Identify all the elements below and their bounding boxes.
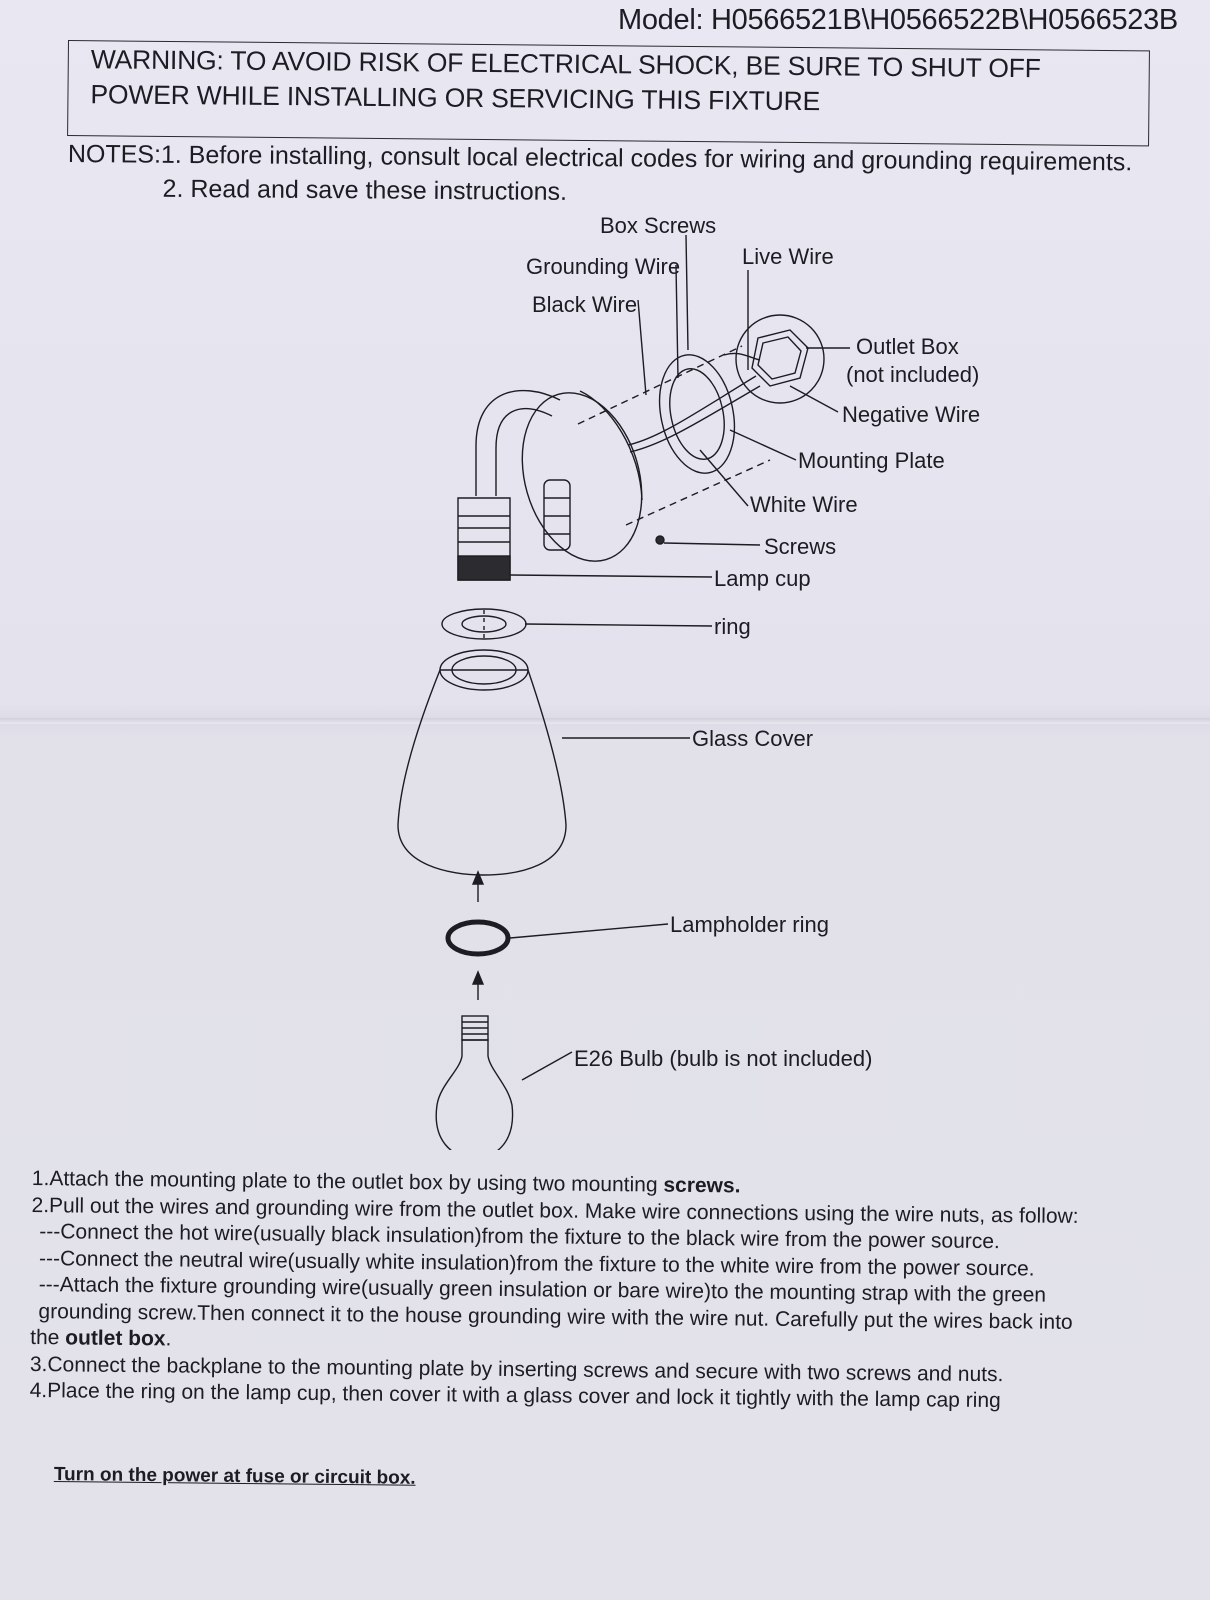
warning-line-1: WARNING: TO AVOID RISK OF ELECTRICAL SHO… [90,44,1041,84]
label-outlet-box: Outlet Box [856,334,959,359]
exploded-diagram: Box Screws Grounding Wire Black Wire Liv… [397,213,980,1150]
mounting-plate-shape [658,354,736,474]
label-black-wire: Black Wire [532,292,637,317]
label-box-screws: Box Screws [600,213,716,238]
label-live-wire: Live Wire [742,244,834,269]
notes: NOTES:1. Before installing, consult loca… [67,140,1133,206]
footer-note: Turn on the power at fuse or circuit box… [53,1464,416,1489]
label-lamp-cup: Lamp cup [714,566,811,591]
glass-cover-shape [397,669,567,876]
label-lampholder-ring: Lampholder ring [670,912,829,937]
bulb-shape [435,1039,514,1150]
outlet-box-shape [735,314,825,404]
installation-steps: 1.Attach the mounting plate to the outle… [30,1166,1182,1417]
label-grounding-wire: Grounding Wire [526,254,680,279]
label-white-wire: White Wire [750,492,858,517]
note-1: NOTES:1. Before installing, consult loca… [67,140,1133,177]
label-not-included: (not included) [846,362,979,387]
label-negative-wire: Negative Wire [842,402,980,427]
warning-box: WARNING: TO AVOID RISK OF ELECTRICAL SHO… [67,40,1150,147]
paper-fold [0,718,1210,724]
label-ring: ring [714,614,751,639]
model-number: Model: H0566521B\H0566522B\H0566523B [618,4,1178,36]
warning-line-2: POWER WHILE INSTALLING OR SERVICING THIS… [90,79,821,117]
label-screws: Screws [764,534,836,559]
label-mounting-plate: Mounting Plate [798,448,945,473]
backplate-shape [521,392,643,562]
arm-tube-shape [475,389,561,496]
label-bulb: E26 Bulb (bulb is not included) [574,1046,872,1071]
label-glass-cover: Glass Cover [692,726,813,751]
lampholder-ring-shape [445,919,511,957]
